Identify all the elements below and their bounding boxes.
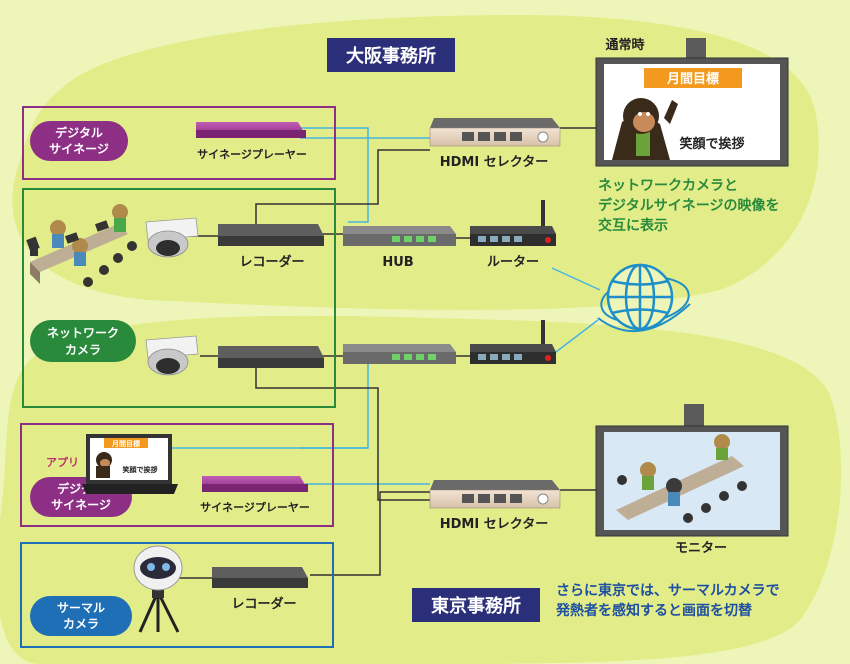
badge-text: カメラ bbox=[63, 617, 99, 631]
osaka-display: 月間目標 笑顔で挨拶 通常時 bbox=[595, 37, 789, 167]
osaka-camera-box bbox=[22, 188, 336, 408]
hdmi-selector-label: HDMI セレクター bbox=[440, 155, 548, 170]
hub-label: HUB bbox=[382, 255, 413, 270]
display-caption: 通常時 bbox=[605, 37, 644, 53]
tokyo-router bbox=[470, 320, 556, 364]
tokyo-signage-player: サイネージプレーヤー bbox=[200, 476, 310, 514]
globe-icon bbox=[597, 263, 691, 332]
tokyo-thermal-box bbox=[20, 542, 334, 648]
gorilla-mascot-icon bbox=[96, 452, 112, 478]
tokyo-note-line: 発熱者を感知すると画面を切替 bbox=[555, 602, 753, 619]
tokyo-note-line: さらに東京では、サーマルカメラで bbox=[556, 582, 780, 599]
badge-text: デジタル bbox=[55, 125, 103, 140]
thermal-camera-icon bbox=[133, 545, 183, 633]
recorder-label: レコーダー bbox=[231, 596, 296, 612]
router-label: ルーター bbox=[487, 255, 539, 270]
goal-text: 月間目標 bbox=[666, 71, 719, 87]
badge-osaka-signage: デジタル サイネージ bbox=[30, 121, 128, 161]
signage-player-label: サイネージプレーヤー bbox=[200, 500, 310, 514]
osaka-office-scene bbox=[26, 204, 137, 287]
app-goal-text: 月間目標 bbox=[111, 439, 140, 448]
app-greeting-text: 笑顔で挨拶 bbox=[123, 465, 158, 474]
badge-tokyo-thermal-camera: サーマル カメラ bbox=[30, 596, 132, 636]
monitor-label: モニター bbox=[675, 541, 727, 556]
osaka-signage-box bbox=[22, 106, 336, 180]
app-label: アプリ bbox=[46, 455, 79, 469]
osaka-router: ルーター bbox=[470, 200, 556, 270]
badge-text: ネットワーク bbox=[47, 326, 119, 340]
tokyo-monitor: モニター bbox=[595, 404, 789, 556]
gorilla-mascot-icon bbox=[612, 98, 678, 160]
badge-osaka-network-camera: ネットワーク カメラ bbox=[30, 320, 136, 362]
osaka-recorder-2 bbox=[218, 346, 324, 368]
osaka-note-line: デジタルサイネージの映像を bbox=[598, 197, 779, 214]
tokyo-area bbox=[0, 315, 842, 664]
tokyo-hdmi-selector: HDMI セレクター bbox=[429, 480, 561, 532]
badge-text: サーマル bbox=[57, 601, 105, 615]
tokyo-signage-box bbox=[20, 423, 334, 527]
tokyo-title-box: 東京事務所 bbox=[412, 588, 540, 622]
osaka-dome-camera-2 bbox=[145, 335, 199, 376]
badge-text: サイネージ bbox=[49, 142, 109, 156]
osaka-title: 大阪事務所 bbox=[346, 45, 436, 67]
osaka-signage-player: サイネージプレーヤー bbox=[196, 122, 307, 161]
tokyo-hub bbox=[343, 344, 456, 364]
tokyo-title: 東京事務所 bbox=[431, 595, 521, 617]
osaka-hdmi-selector: HDMI セレクター bbox=[429, 118, 561, 170]
signage-player-label: サイネージプレーヤー bbox=[197, 147, 307, 161]
badge-text: カメラ bbox=[65, 343, 101, 357]
badge-text: サイネージ bbox=[51, 498, 111, 512]
tokyo-recorder: レコーダー bbox=[212, 567, 308, 612]
hdmi-selector-label: HDMI セレクター bbox=[440, 517, 548, 532]
osaka-hub: HUB bbox=[343, 226, 456, 270]
tokyo-app-laptop: 月間目標 笑顔で挨拶 アプリ bbox=[46, 434, 178, 494]
osaka-dome-camera-1 bbox=[145, 217, 199, 258]
greeting-text: 笑顔で挨拶 bbox=[679, 136, 744, 152]
osaka-title-box: 大阪事務所 bbox=[327, 38, 455, 72]
osaka-note-line: 交互に表示 bbox=[598, 217, 668, 234]
osaka-note-line: ネットワークカメラと bbox=[598, 178, 738, 194]
recorder-label: レコーダー bbox=[239, 254, 304, 270]
osaka-recorder-1: レコーダー bbox=[218, 224, 324, 270]
